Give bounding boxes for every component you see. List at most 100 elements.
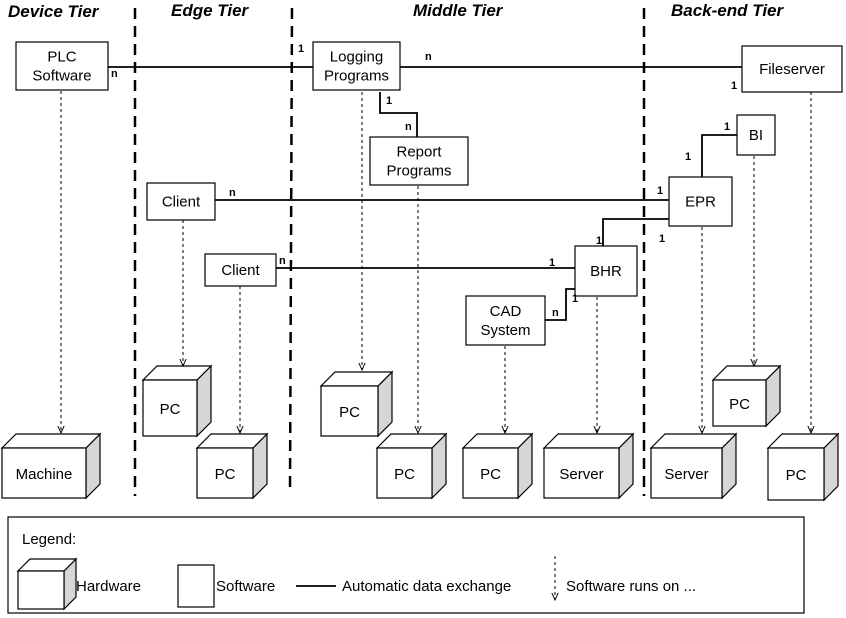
legend-cube-icon xyxy=(16,557,78,611)
software-label: Report xyxy=(396,144,442,161)
legend-runs-on-label: Software runs on ... xyxy=(566,578,696,595)
multiplicity-labels: n 1 n 1 1 n 1 1 n 1 1 1 n 1 n 1 xyxy=(111,43,737,319)
software-label: Software xyxy=(32,68,91,85)
hardware-label: PC xyxy=(215,466,236,483)
mult-label: 1 xyxy=(572,293,578,305)
software-client1: Client xyxy=(146,182,216,221)
software-box xyxy=(574,245,638,297)
legend-title: Legend: xyxy=(22,531,76,548)
tier-edge-header: Edge Tier xyxy=(171,1,250,20)
software-client2: Client xyxy=(204,253,277,287)
cube-front xyxy=(543,447,620,499)
hardware-label: PC xyxy=(480,466,501,483)
tier-middle-header: Middle Tier xyxy=(413,1,504,20)
cube-front xyxy=(376,447,433,499)
hardware-pc-edge1: PC xyxy=(141,364,213,438)
mult-label: 1 xyxy=(549,257,555,269)
software-box xyxy=(668,176,733,227)
software-bhr: BHR xyxy=(574,245,638,297)
hardware-label: PC xyxy=(786,467,807,484)
legend-frame xyxy=(7,516,805,614)
software-box xyxy=(369,136,469,186)
software-label: Client xyxy=(221,262,260,279)
software-label: Logging xyxy=(330,49,383,66)
software-label: BHR xyxy=(590,263,622,280)
cube-front xyxy=(767,447,825,501)
hardware-pc-backend1: PC xyxy=(711,364,782,428)
mult-label: 1 xyxy=(596,235,602,247)
software-plc: PLC Software xyxy=(15,41,109,91)
hardware-label: Machine xyxy=(16,466,73,483)
software-box xyxy=(465,295,546,346)
legend-software-label: Software xyxy=(216,578,275,595)
cube-front xyxy=(17,570,65,610)
software-label: CAD xyxy=(490,303,522,320)
software-bi: BI xyxy=(736,114,776,156)
cad-bhr-link xyxy=(545,288,575,321)
cube-top xyxy=(649,433,738,449)
cube-front xyxy=(650,447,723,499)
mult-label: n xyxy=(425,51,432,63)
legend-exchange-label: Automatic data exchange xyxy=(342,578,511,595)
hardware-label: PC xyxy=(729,396,750,413)
mult-label: n xyxy=(279,255,286,267)
software-label: System xyxy=(480,322,530,339)
mult-label: n xyxy=(405,121,412,133)
hardware-label: PC xyxy=(394,466,415,483)
legend-hardware-icon xyxy=(16,557,78,611)
software-box xyxy=(736,114,776,156)
mult-label: 1 xyxy=(685,151,691,163)
software-label: Programs xyxy=(324,68,389,85)
hardware-label: PC xyxy=(160,401,181,418)
software-label: BI xyxy=(749,127,763,144)
hardware-pc-middle3: PC xyxy=(461,432,534,500)
cube-front xyxy=(712,379,767,427)
mult-label: n xyxy=(229,187,236,199)
software-box xyxy=(741,45,843,93)
mult-label: 1 xyxy=(386,95,392,107)
software-label: PLC xyxy=(47,49,76,66)
software-epr: EPR xyxy=(668,176,733,227)
software-box xyxy=(146,182,216,221)
mult-label: n xyxy=(552,307,559,319)
cube-front xyxy=(1,447,87,499)
mult-label: n xyxy=(111,68,118,80)
mult-label: 1 xyxy=(724,121,730,133)
software-box xyxy=(15,41,109,91)
tier-separators xyxy=(133,7,646,496)
cube-front xyxy=(462,447,519,499)
runs-on-arrows xyxy=(61,91,811,433)
data-exchange-lines xyxy=(108,66,742,321)
mult-label: 1 xyxy=(659,233,665,245)
software-cad: CAD System xyxy=(465,295,546,346)
hardware-pc-backend2: PC xyxy=(766,432,840,502)
epr-bhr-link xyxy=(602,218,669,246)
separator-edge-middle xyxy=(288,7,294,491)
software-label: Fileserver xyxy=(759,61,825,78)
software-box xyxy=(204,253,277,287)
tier-device-header: Device Tier xyxy=(8,2,100,21)
software-fileserver: Fileserver xyxy=(741,45,843,93)
cube-front xyxy=(196,447,254,499)
mult-label: 1 xyxy=(657,185,663,197)
cube-top xyxy=(0,433,102,449)
software-label: EPR xyxy=(685,194,716,211)
hardware-pc-middle1: PC xyxy=(319,370,394,438)
hardware-label: Server xyxy=(559,466,603,483)
legend-software-icon xyxy=(177,564,215,608)
cube-front xyxy=(142,379,198,437)
mult-label: 1 xyxy=(731,80,737,92)
hardware-label: PC xyxy=(339,404,360,421)
logging-report-link xyxy=(379,92,418,137)
legend-hardware-label: Hardware xyxy=(76,578,141,595)
mult-label: 1 xyxy=(298,43,304,55)
software-label: Programs xyxy=(386,163,451,180)
tier-backend-header: Back-end Tier xyxy=(671,1,785,20)
cube-front xyxy=(320,385,379,437)
software-label: Client xyxy=(162,194,201,211)
software-box xyxy=(312,41,401,91)
